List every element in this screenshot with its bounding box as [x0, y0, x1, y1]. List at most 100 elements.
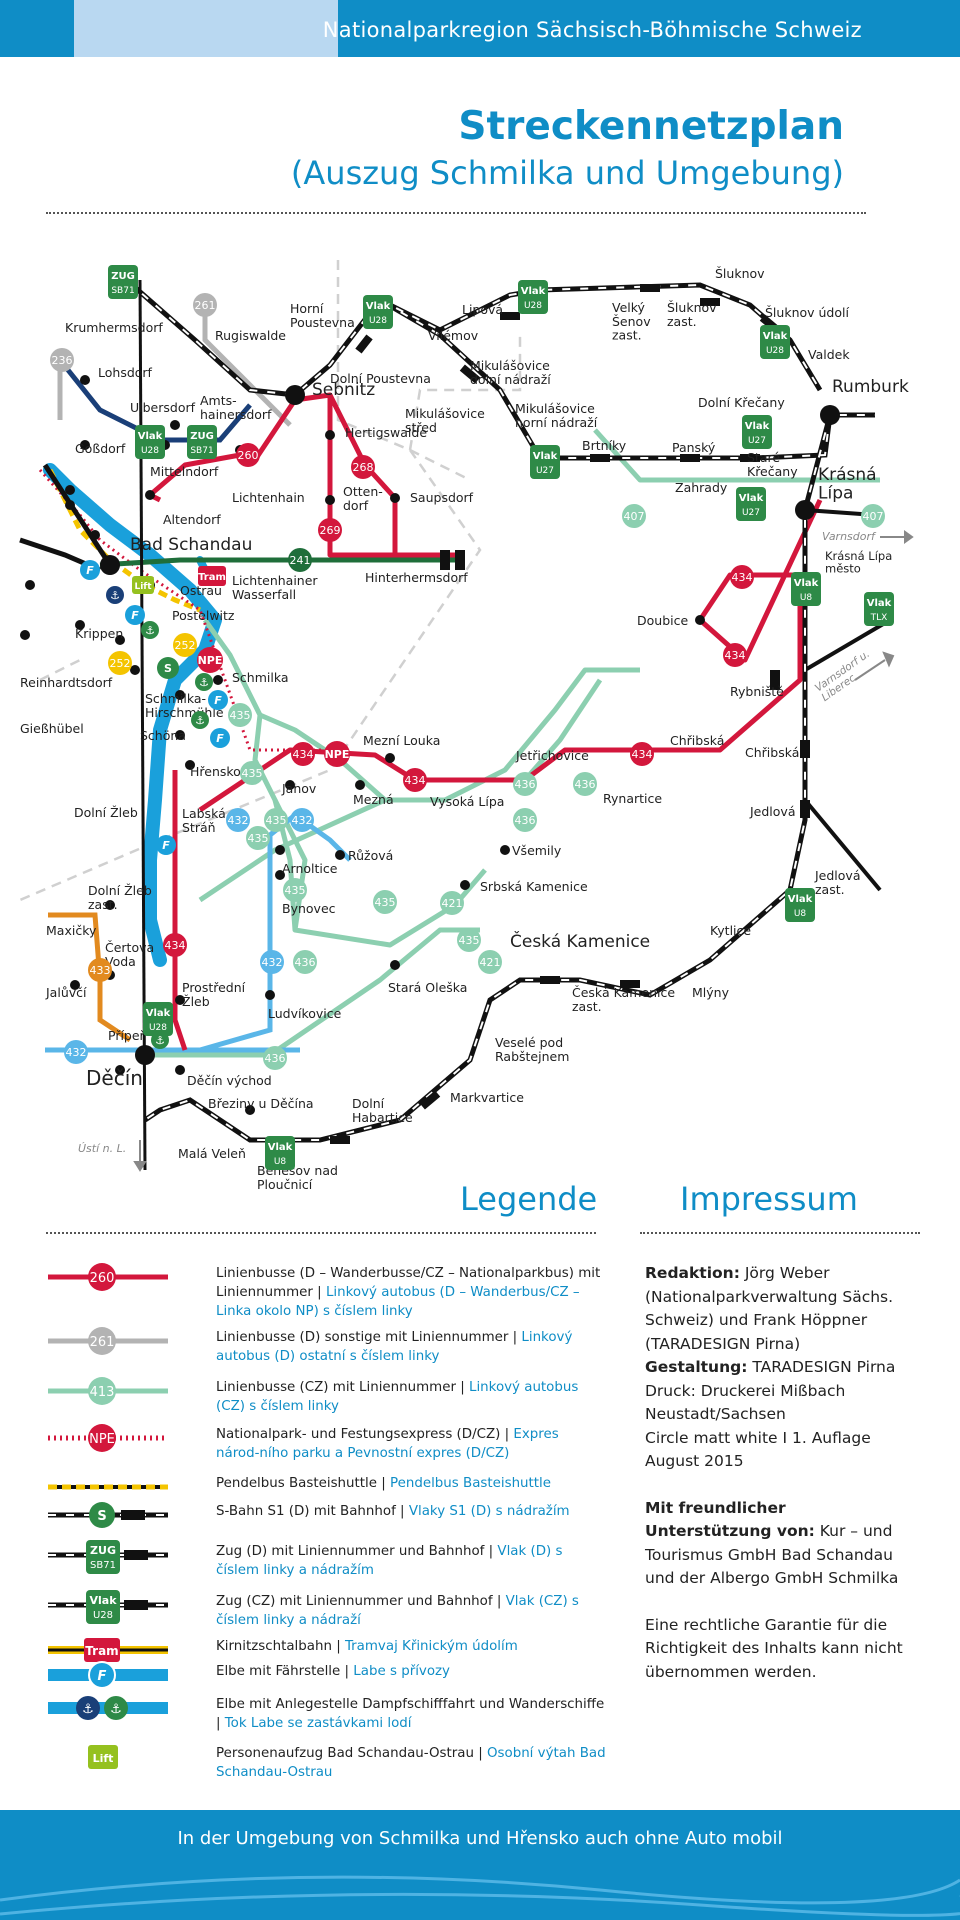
svg-text:436: 436: [515, 814, 536, 827]
label-lipova: Lipová: [462, 302, 503, 317]
badge-435-g: 435: [457, 928, 481, 952]
svg-text:435: 435: [285, 884, 306, 897]
label-valdek: Valdek: [808, 347, 850, 362]
svg-text:Lift: Lift: [134, 582, 152, 592]
svg-text:436: 436: [265, 1052, 286, 1065]
anchor-marker-a: ⚓: [106, 586, 124, 604]
svg-text:435: 435: [248, 832, 269, 845]
label-hinterhermsdorf: Hinterhermsdorf: [365, 570, 468, 585]
legend-symbol: S: [48, 1502, 168, 1528]
impressum-druck: Druck: Druckerei Mißbach Neustadt/Sachse…: [645, 1381, 846, 1424]
svg-text:U28: U28: [141, 446, 159, 456]
impressum-papier: Circle matt white I 1. Auflage August 20…: [645, 1428, 871, 1471]
svg-text:U28: U28: [766, 346, 784, 356]
legend-symbol: [48, 1484, 168, 1490]
legend-symbol: Lift: [88, 1745, 118, 1769]
label-amtshainersdorf: Amts-hainersdorf: [200, 393, 272, 422]
label-ottendorf: Otten-dorf: [343, 484, 383, 513]
svg-text:U28: U28: [149, 1023, 167, 1033]
label-dolni-krecany: Dolní Křečany: [698, 395, 785, 410]
badge-261: 261: [193, 293, 217, 317]
label-markvartice: Markvartice: [450, 1090, 524, 1105]
label-chribska1: Chřibská: [670, 733, 724, 748]
legend-text: Nationalpark- und Festungsexpress (D/CZ)…: [216, 1427, 559, 1461]
svg-text:436: 436: [575, 778, 596, 791]
region-title: Nationalparkregion Sächsisch-Böhmische S…: [322, 18, 862, 42]
legend-title: Legende: [460, 1180, 598, 1218]
label-jetrichovice: Jetřichovice: [515, 748, 589, 763]
legend-symbol: 413: [48, 1377, 168, 1405]
badge-436-c: 436: [513, 808, 537, 832]
svg-text:NPE: NPE: [198, 654, 223, 667]
label-decin: Děčín: [86, 1066, 143, 1090]
svg-text:236: 236: [52, 354, 73, 367]
label-dolni-poustevna: Dolní Poustevna: [330, 371, 431, 386]
label-ruzova: Růžová: [348, 848, 393, 863]
legend-symbol: 261: [48, 1327, 168, 1355]
badge-268: 268: [351, 455, 375, 479]
svg-text:⚓: ⚓: [195, 714, 205, 727]
svg-text:434: 434: [293, 748, 314, 761]
tram-badge: Tram: [198, 566, 226, 586]
svg-text:432: 432: [66, 1046, 87, 1059]
svg-text:268: 268: [353, 461, 374, 474]
svg-text:ZUG: ZUG: [111, 271, 135, 282]
svg-text:Tram: Tram: [198, 572, 226, 583]
legend-symbol: Tram: [48, 1638, 168, 1662]
ferry-marker-e: F: [156, 835, 176, 855]
label-ulbersdorf: Ulbersdorf: [130, 400, 196, 415]
tram-line: [99, 557, 460, 568]
legend-text: Linienbusse (D) sonstige mit Liniennumme…: [216, 1330, 573, 1364]
anchor-marker-c: ⚓: [195, 673, 213, 691]
badge-npe-b: NPE: [324, 741, 350, 767]
label-mala-velen: Malá Veleň: [178, 1146, 246, 1161]
svg-text:Vlak: Vlak: [138, 431, 163, 442]
badge-435-d: 435: [246, 826, 270, 850]
label-rumburk: Rumburk: [832, 377, 909, 397]
svg-text:436: 436: [295, 956, 316, 969]
footer-text: In der Umgebung von Schmilka und Hřensko…: [177, 1828, 783, 1849]
label-jedlova: Jedlová: [749, 804, 796, 819]
label-breziny: Březiny u Děčína: [208, 1096, 314, 1111]
svg-text:U27: U27: [536, 466, 554, 476]
impressum-block: Redaktion: Jörg Weber (Nationalparkverwa…: [645, 1262, 910, 1684]
impressum-divider: [640, 1232, 920, 1234]
label-stara-oleska: Stará Oleška: [388, 980, 467, 995]
label-hrensko: Hřensko: [190, 764, 241, 779]
badge-269: 269: [318, 518, 342, 542]
label-arnoltice: Arnoltice: [282, 861, 338, 876]
svg-text:252: 252: [110, 657, 131, 670]
svg-text:434: 434: [405, 774, 426, 787]
impressum-disclaimer: Eine rechtliche Garantie für die Richtig…: [645, 1615, 903, 1681]
label-rybniste: Rybniště: [730, 684, 784, 699]
ferry-marker-c: F: [208, 690, 228, 710]
page-title: Streckennetzplan: [458, 104, 844, 149]
svg-text:Vlak: Vlak: [89, 1594, 117, 1607]
svg-text:U28: U28: [369, 316, 387, 326]
svg-text:F: F: [216, 732, 224, 745]
svg-text:Vlak: Vlak: [794, 578, 819, 589]
label-hertigswalde: Hertigswalde: [345, 425, 427, 440]
svg-text:260: 260: [238, 449, 259, 462]
svg-text:F: F: [98, 1669, 107, 1684]
svg-text:⚓: ⚓: [155, 1034, 165, 1047]
svg-text:Vlak: Vlak: [788, 894, 813, 905]
legend-text: Linienbusse (D – Wanderbusse/CZ – Nation…: [216, 1266, 601, 1319]
label-priper: Přípeř: [108, 1028, 146, 1043]
label-bynovec: Bynovec: [282, 901, 336, 916]
label-sluknov-udoli: Šluknov údolí: [765, 305, 849, 320]
badge-241: 241: [288, 548, 312, 572]
badge-432-a: 432: [226, 808, 250, 832]
